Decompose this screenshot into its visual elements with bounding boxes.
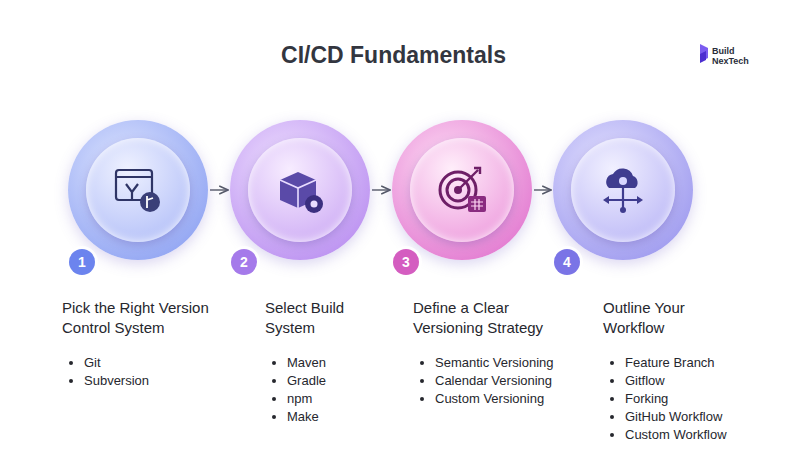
bullet-item: Semantic Versioning (435, 354, 554, 372)
bullet-item: Custom Versioning (435, 390, 554, 408)
bullet-item: Forking (625, 390, 727, 408)
bullet-item: GitHub Workflow (625, 408, 727, 426)
bullet-item: Custom Workflow (625, 426, 727, 444)
step-node: 4Outline Your WorkflowFeature BranchGitf… (603, 112, 725, 432)
bullet-item: Subversion (84, 372, 149, 390)
bullet-item: Gitflow (625, 372, 727, 390)
step-icon (272, 162, 328, 218)
callout-number: 3 (393, 249, 419, 275)
diagram-title: CI/CD Fundamentals (0, 42, 787, 69)
callout-number: 2 (231, 249, 257, 275)
step-circle (553, 120, 693, 260)
step-node: 3Define a Clear Versioning StrategySeman… (413, 112, 575, 432)
step-icon (434, 162, 490, 218)
logo-text: Build NexTech (712, 46, 760, 66)
bullet-item: Git (84, 354, 149, 372)
bullet-item: Make (287, 408, 326, 426)
bullet-item: Gradle (287, 372, 326, 390)
bullet-list: GitSubversion (62, 354, 149, 390)
bullet-item: Feature Branch (625, 354, 727, 372)
step-node: 1Pick the Right Version Control SystemGi… (62, 112, 240, 432)
flow-arrow (210, 189, 228, 190)
flow-arrow (372, 189, 390, 190)
step-heading: Define a Clear Versioning Strategy (413, 298, 575, 338)
bullet-item: Maven (287, 354, 326, 372)
bullet-list: Feature BranchGitflowForkingGitHub Workf… (603, 354, 727, 444)
step-heading: Pick the Right Version Control System (62, 298, 240, 338)
callout-number: 1 (69, 249, 95, 275)
step-heading: Select Build System (265, 298, 377, 338)
step-inner-circle (86, 138, 190, 242)
step-circle (230, 120, 370, 260)
step-icon (110, 162, 166, 218)
flow-arrow (534, 189, 551, 190)
step-heading: Outline Your Workflow (603, 298, 725, 338)
bullet-list: MavenGradlenpmMake (265, 354, 326, 426)
step-node: 2Select Build SystemMavenGradlenpmMake (265, 112, 377, 432)
step-circle (392, 120, 532, 260)
callout-number: 4 (554, 249, 580, 275)
bullet-item: Calendar Versioning (435, 372, 554, 390)
step-icon (595, 162, 651, 218)
step-circle (68, 120, 208, 260)
bullet-item: npm (287, 390, 326, 408)
logo-mark (700, 44, 708, 63)
bullet-list: Semantic VersioningCalendar VersioningCu… (413, 354, 554, 408)
